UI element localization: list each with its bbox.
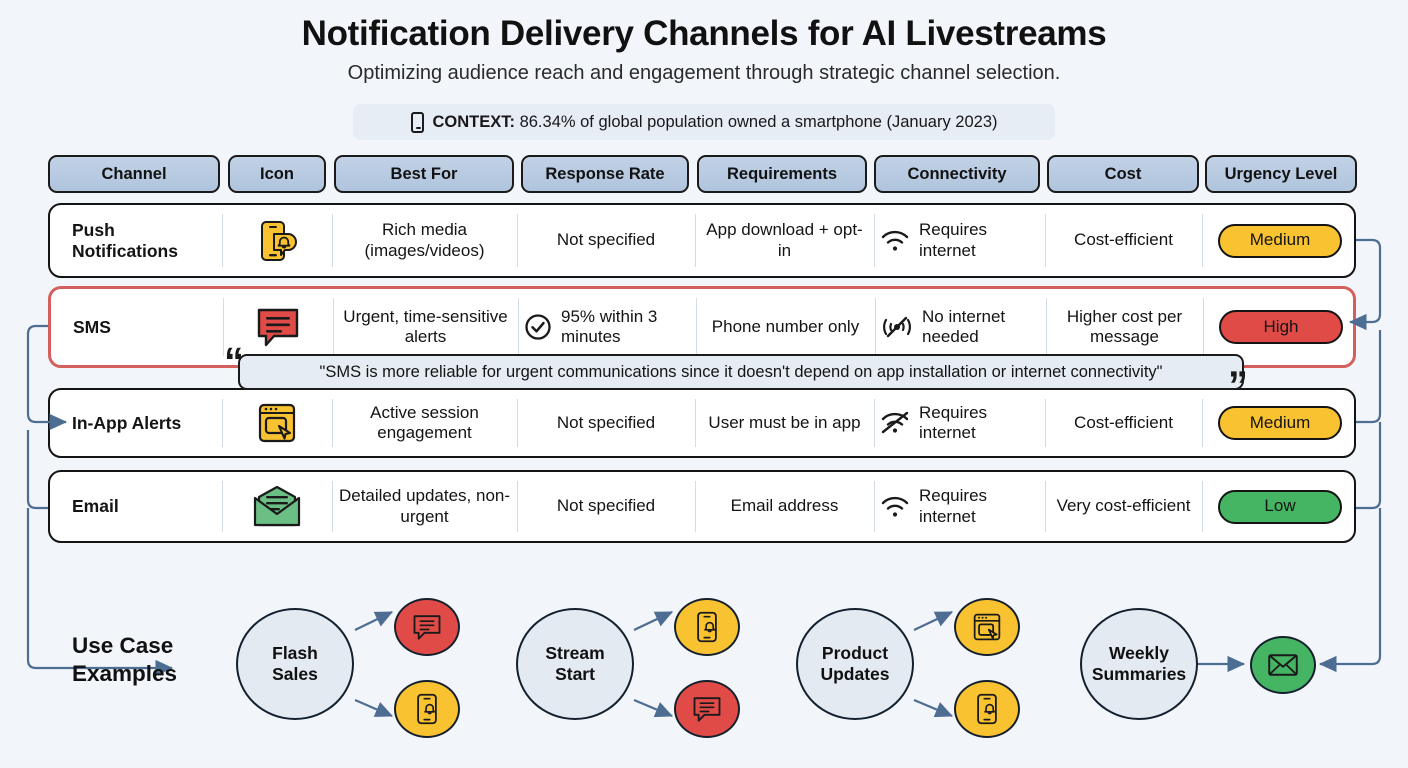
window-cursor-icon xyxy=(222,390,332,456)
column-header-cost[interactable]: Cost xyxy=(1047,155,1199,193)
row-urgency: Medium xyxy=(1202,390,1358,456)
check-circle-icon xyxy=(524,313,552,341)
row-cost: Higher cost per message xyxy=(1066,306,1183,346)
status-badge: Low xyxy=(1218,489,1342,524)
chat-bubble-icon xyxy=(674,680,740,738)
chat-bubble-icon xyxy=(223,289,333,365)
phone-bell-icon xyxy=(222,205,332,276)
row-channel-name: Email xyxy=(72,496,119,516)
column-header-icon[interactable]: Icon xyxy=(228,155,326,193)
row-channel-name: In-App Alerts xyxy=(72,412,182,433)
quote-open-mark: “ xyxy=(224,340,244,384)
column-header-connectivity[interactable]: Connectivity xyxy=(874,155,1040,193)
phone-bell-icon xyxy=(954,680,1020,738)
row-cost: Cost-efficient xyxy=(1074,230,1173,250)
smartphone-icon xyxy=(410,111,424,133)
row-best-for: Urgent, time-sensitive alerts xyxy=(343,306,508,346)
row-urgency: Medium xyxy=(1202,205,1358,276)
table-row-in-app-alerts[interactable]: In-App Alerts Active session engagement … xyxy=(48,388,1356,458)
row-channel-name: SMS xyxy=(73,316,111,337)
context-value: 86.34% of global population owned a smar… xyxy=(515,112,998,131)
column-header-urgency-level[interactable]: Urgency Level xyxy=(1205,155,1357,193)
column-header-requirements[interactable]: Requirements xyxy=(697,155,867,193)
row-cost: Very cost-efficient xyxy=(1056,496,1191,516)
wifi-slash-icon xyxy=(880,410,910,436)
row-best-for: Detailed updates, non-urgent xyxy=(338,486,511,526)
row-channel-name: Push Notifications xyxy=(72,219,178,261)
context-label: CONTEXT: xyxy=(432,112,516,131)
phone-bell-icon xyxy=(674,598,740,656)
status-badge: Medium xyxy=(1218,406,1342,440)
envelope-icon xyxy=(1250,636,1316,694)
page-subtitle: Optimizing audience reach and engagement… xyxy=(347,62,1061,84)
wifi-off-signal-icon xyxy=(881,313,913,341)
envelope-icon xyxy=(222,472,332,541)
row-urgency: Low xyxy=(1202,472,1358,541)
chat-bubble-icon xyxy=(394,598,460,656)
status-badge: High xyxy=(1219,310,1343,344)
row-connectivity: Requires internet xyxy=(874,472,1045,541)
row-response-rate: Not specified xyxy=(556,230,656,250)
context-text: CONTEXT: 86.34% of global population own… xyxy=(433,113,998,132)
wifi-icon xyxy=(880,494,910,520)
wifi-icon xyxy=(880,228,910,254)
row-response-rate: Not specified xyxy=(556,496,656,516)
row-requirements: App download + opt-in xyxy=(706,220,863,260)
column-header-channel[interactable]: Channel xyxy=(48,155,220,193)
row-connectivity: Requires internet xyxy=(874,205,1045,276)
column-header-response-rate[interactable]: Response Rate xyxy=(521,155,689,193)
row-requirements: Phone number only xyxy=(711,316,860,336)
row-connectivity: Requires internet xyxy=(874,390,1045,456)
context-banner: CONTEXT: 86.34% of global population own… xyxy=(353,104,1055,140)
row-connectivity: No internet needed xyxy=(875,289,1046,365)
quote-callout: "SMS is more reliable for urgent communi… xyxy=(238,354,1244,390)
row-requirements: Email address xyxy=(730,496,839,516)
window-cursor-icon xyxy=(954,598,1020,656)
row-cost: Cost-efficient xyxy=(1074,412,1173,432)
column-header-best-for[interactable]: Best For xyxy=(334,155,514,193)
status-badge: Medium xyxy=(1218,223,1342,258)
row-response-rate: Not specified xyxy=(556,412,656,432)
row-requirements: User must be in app xyxy=(708,412,861,432)
page-title: Notification Delivery Channels for AI Li… xyxy=(301,14,1107,53)
row-best-for: Rich media (images/videos) xyxy=(364,220,485,260)
table-row-email[interactable]: Email Detailed updates, non-urgent Not s… xyxy=(48,470,1356,543)
use-case-section-title: Use Case Examples xyxy=(72,632,232,688)
table-row-push-notifications[interactable]: Push Notifications Rich media (images/vi… xyxy=(48,203,1356,278)
use-case-title-line2: Examples xyxy=(72,661,178,687)
quote-close-mark: ” xyxy=(1228,364,1248,408)
row-best-for: Active session engagement xyxy=(370,402,479,442)
row-response-rate: 95% within 3 minutes xyxy=(518,289,696,365)
use-case-title-line1: Use Case xyxy=(72,633,174,658)
phone-bell-icon xyxy=(394,680,460,738)
row-urgency: High xyxy=(1203,289,1359,365)
